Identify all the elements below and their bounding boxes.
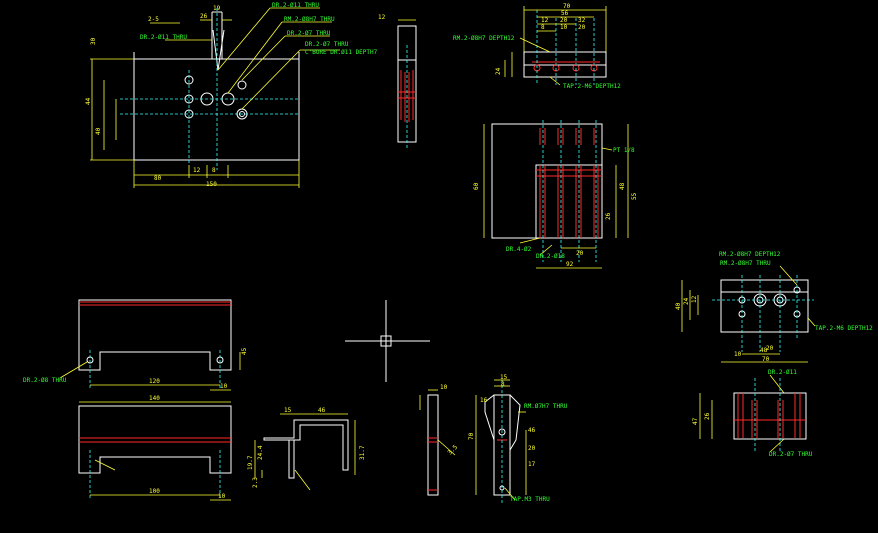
callout-dr-11-r: DR.2-Ø11 — [768, 369, 797, 376]
dim-40: 40 — [675, 302, 682, 310]
callout-tap-m3: TAP.M3 THRU — [510, 496, 550, 503]
dim-8: 8 — [541, 24, 545, 31]
thin-part-outline — [427, 394, 439, 496]
dim-3-5: 3.5 — [446, 444, 459, 457]
callout-dr-7: DR.2-Ø7 THRU — [287, 30, 331, 37]
dim-46: 46 — [318, 407, 326, 414]
dim-10: 10 — [560, 24, 568, 31]
dim-60: 60 — [473, 182, 480, 190]
dim-31-7: 31.7 — [359, 445, 366, 460]
callout-rm-8h7-depth: RM.2-Ø8H7 DEPTH12 — [453, 35, 515, 42]
dim-40: 40 — [95, 127, 102, 135]
dim-15: 15 — [500, 374, 508, 381]
view-bracket-bottom: 140 100 10 — [78, 395, 232, 501]
dim-15: 15 — [284, 407, 292, 414]
dim-70: 70 — [762, 356, 770, 363]
dim-19: 19 — [213, 5, 221, 12]
callout-dr-7-r: DR.2-Ø7 THRU — [769, 451, 813, 458]
callout-pt-1-8: PT 1/8 — [613, 147, 635, 154]
right-block-outline — [720, 279, 809, 333]
dim-26: 26 — [704, 412, 711, 420]
dim-12: 12 — [691, 295, 698, 303]
callout-tap-m6: TAP.2-M6 DEPTH12 — [563, 83, 621, 90]
dim-150: 150 — [206, 181, 217, 188]
dim-10: 10 — [440, 384, 448, 391]
callout-rm-8h7-d12: RM.2-Ø8H7 DEPTH12 — [719, 251, 781, 258]
dim-48: 48 — [760, 347, 768, 354]
dim-140: 140 — [149, 395, 160, 402]
view-block-front: 60 48 55 26 20 92 PT 1/8 DR.4-Ø2 DR.2-Ø1… — [473, 120, 638, 269]
dim-2-3: 2.3 — [252, 477, 259, 488]
dim-55: 55 — [631, 192, 638, 200]
callout-dr-8: DR.2-Ø8 THRU — [23, 377, 67, 384]
callout-dr-4-2: DR.4-Ø2 — [506, 246, 532, 253]
profile-outline — [263, 419, 349, 471]
dim-2-5: 2-5 — [148, 16, 159, 23]
dim-20b: 20 — [578, 24, 586, 31]
dim-46: 46 — [528, 427, 536, 434]
dim-10: 10 — [220, 383, 228, 390]
dim-10: 10 — [734, 351, 742, 358]
dim-20: 20 — [766, 345, 774, 352]
callout-cbore: C'BORE DR.Ø11 DEPTH7 — [305, 49, 378, 56]
dim-92: 92 — [566, 261, 574, 268]
view-right-block: 40 24 12 10 20 48 70 RM.2-Ø8H7 DEPTH12 R… — [675, 251, 873, 363]
dim-120: 120 — [149, 378, 160, 385]
callout-dr-18: DR.2-Ø18 — [536, 253, 565, 260]
dim-48: 48 — [619, 182, 626, 190]
dim-44: 44 — [85, 97, 92, 105]
dim-26: 26 — [200, 13, 208, 20]
dim-47: 47 — [692, 417, 699, 425]
callout-rm-8h7-thru: RM.2-Ø8H7 THRU — [720, 260, 771, 267]
ucs-crosshair-icon — [345, 300, 430, 382]
dim-26: 26 — [605, 212, 612, 220]
view-thin-part: 10 3.5 — [419, 384, 459, 496]
dim-17: 17 — [528, 461, 536, 468]
bracket-outline — [78, 299, 232, 371]
view-right-section: 47 26 DR.2-Ø11 DR.2-Ø7 THRU — [692, 369, 813, 458]
callout-dr-11-left: DR.2-Ø11 THRU — [140, 34, 187, 41]
dim-side-12: 12 — [378, 14, 386, 21]
dim-10b: 10 — [218, 493, 226, 500]
view-bent-profile: 15 46 19.7 24.4 2.3 31.7 — [247, 407, 366, 491]
view-lever-part: 15 8 70 20 17 16 46 RM.Ø7H7 THRU TAP.M3 … — [468, 374, 568, 505]
dim-80: 80 — [154, 175, 162, 182]
dim-19-7: 19.7 — [247, 455, 254, 470]
dim-24: 24 — [683, 297, 690, 305]
dim-32: 32 — [578, 17, 586, 24]
dim-70: 70 — [468, 432, 475, 440]
dim-30: 30 — [90, 37, 97, 45]
view-plate-side: 12 — [378, 14, 417, 148]
hole — [237, 80, 247, 90]
dim-45: 45 — [241, 347, 248, 355]
view-bracket-front: 120 10 45 DR.2-Ø8 THRU — [23, 299, 248, 391]
dim-24-4: 24.4 — [257, 445, 264, 460]
plate-outline — [133, 58, 300, 161]
dim-8: 8 — [212, 167, 216, 174]
callout-dr-7b: DR.2-Ø7 THRU — [305, 41, 349, 48]
view-plate-front: 30 26 19 2-5 12 8 80 150 44 40 DR.2-Ø11 … — [85, 2, 378, 188]
dim-100: 100 — [149, 488, 160, 495]
dim-24: 24 — [495, 67, 502, 75]
dim-70: 70 — [563, 3, 571, 10]
right-section-outline — [733, 392, 807, 440]
bracket-bottom-outline — [78, 405, 232, 474]
callout-tap-m6-d12: TAP.2-M6 DEPTH12 — [815, 325, 873, 332]
lever-outline — [493, 394, 511, 496]
view-block-top: 70 56 12 20 32 8 10 20 24 RM.2-Ø8H7 DEPT… — [453, 3, 621, 90]
callout-dr-11: DR.2-Ø11 THRU — [272, 2, 319, 9]
block-front-outline — [491, 123, 603, 239]
dim-20: 20 — [560, 17, 568, 24]
dim-8: 8 — [501, 381, 505, 388]
dim-20: 20 — [576, 250, 584, 257]
dim-20: 20 — [528, 445, 536, 452]
callout-rm-8h7: RM.2-Ø8H7 THRU — [284, 16, 335, 23]
dim-12: 12 — [193, 167, 201, 174]
dim-12: 12 — [541, 17, 549, 24]
dim-56: 56 — [561, 10, 569, 17]
callout-rm-7h7: RM.Ø7H7 THRU — [524, 403, 568, 410]
dim-16: 16 — [480, 397, 488, 404]
